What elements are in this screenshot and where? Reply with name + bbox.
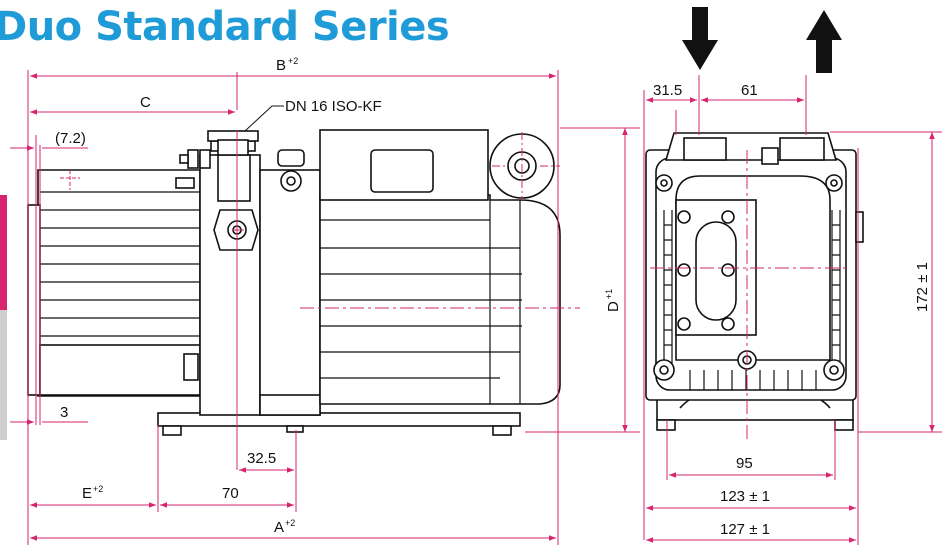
front-view: [645, 132, 864, 431]
side-color-band-grey: [0, 310, 7, 440]
dimension-labels: B+2 C DN 16 ISO-KF (7.2) 3 32.5 E+2 70 A…: [55, 56, 931, 538]
motor-front-plate: [259, 169, 321, 416]
page-title: Duo Standard Series: [0, 4, 450, 50]
dim-32-5-label: 32.5: [247, 450, 276, 467]
dim-3-label: 3: [60, 404, 68, 421]
dim-127-label: 127 ± 1: [720, 521, 770, 538]
dim-123-label: 123 ± 1: [720, 488, 770, 505]
arrow-up-icon: [806, 10, 842, 73]
flange-leader: [244, 105, 284, 132]
dim-b-label: B+2: [276, 56, 298, 74]
foot-left: [162, 425, 182, 436]
dim-70-label: 70: [222, 485, 239, 502]
dim-d-label: D+1: [604, 289, 622, 312]
arrow-down-icon: [682, 7, 718, 70]
dim-a-label: A+2: [274, 518, 295, 536]
side-color-band-red: [0, 195, 7, 310]
foot-right: [492, 425, 512, 436]
foot-mid: [286, 425, 304, 433]
flange-label: DN 16 ISO-KF: [285, 98, 382, 115]
cooling-fins: [40, 191, 200, 337]
dimension-lines: [10, 70, 942, 545]
dim-61-label: 61: [741, 82, 758, 99]
side-view: [27, 129, 561, 436]
dim-95-label: 95: [736, 455, 753, 472]
dim-c-label: C: [140, 94, 151, 111]
dim-7-2-label: (7.2): [55, 130, 86, 147]
baseplate: [157, 412, 521, 427]
dim-172-label: 172 ± 1: [914, 262, 931, 312]
dim-31-5-label: 31.5: [653, 82, 682, 99]
dim-e-label: E+2: [82, 484, 103, 502]
